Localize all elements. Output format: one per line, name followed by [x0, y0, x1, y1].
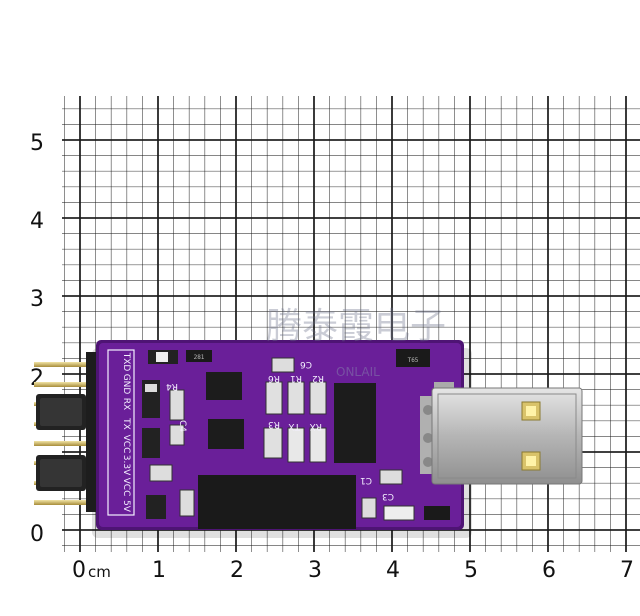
watermark: 腾泰霞电子 [266, 306, 446, 347]
ic-chip-main [334, 383, 376, 463]
pin-label-tx: TX [121, 417, 131, 430]
components: 281 T65 [142, 349, 450, 529]
pin-label-5v: 5V [121, 500, 131, 513]
ruler-y-label-4: 4 [30, 209, 44, 234]
silk-r6: R6 [268, 373, 280, 383]
ruler-x-label-4: 4 [386, 558, 400, 583]
ruler-x-label-5: 5 [464, 558, 478, 583]
ruler-x-label-6: 6 [542, 558, 556, 583]
ruler-y-label-0: 0 [30, 522, 44, 547]
usb-a-connector [420, 382, 583, 485]
watermark-sub: ONLAIL [336, 365, 380, 379]
svg-text:281: 281 [194, 354, 205, 361]
pin-label-vcc-1: VCC [121, 435, 131, 454]
silk-r4: R4 [166, 381, 178, 391]
pin-label-vcc-2: VCC [121, 478, 131, 497]
ruler-x-label-0: 0 [72, 558, 86, 583]
ruler-y-label-5: 5 [30, 131, 44, 156]
silk-r3: R3 [268, 419, 280, 429]
pin-label-3v3: 3.3V [121, 455, 131, 476]
pin-labels: TXD GND RX TX VCC 3.3V VCC 5V [121, 352, 131, 513]
pin-label-gnd: GND [121, 374, 131, 395]
silk-c3: C3 [382, 491, 394, 501]
ruler-x-labels: 0 cm 1 2 3 4 5 6 7 [72, 558, 634, 583]
ruler-x-label-2: 2 [230, 558, 244, 583]
silk-labels: R4 R6 R1 R2 R3 C4 C6 C3 C1 TX RX [166, 359, 394, 501]
pin-label-rx: RX [121, 398, 131, 410]
ic-chip-1 [206, 372, 242, 400]
silk-c6: C6 [300, 359, 312, 369]
silk-r1: R1 [290, 373, 302, 383]
ruler-x-label-3: 3 [308, 558, 322, 583]
silk-r2: R2 [312, 373, 324, 383]
silk-rx: RX [310, 421, 322, 431]
silk-tx: TX [288, 421, 301, 431]
ruler-x-unit: cm [88, 563, 111, 581]
silk-c4: C4 [177, 420, 187, 432]
silk-c1: C1 [360, 475, 372, 485]
led-label: T65 [408, 357, 419, 364]
ruler-x-label-7: 7 [620, 558, 634, 583]
ruler-y-label-3: 3 [30, 287, 44, 312]
pin-label-txd: TXD [121, 352, 131, 372]
ruler-x-label-1: 1 [152, 558, 166, 583]
ruler-y-label-2: 2 [30, 366, 44, 391]
black-module [198, 475, 356, 529]
